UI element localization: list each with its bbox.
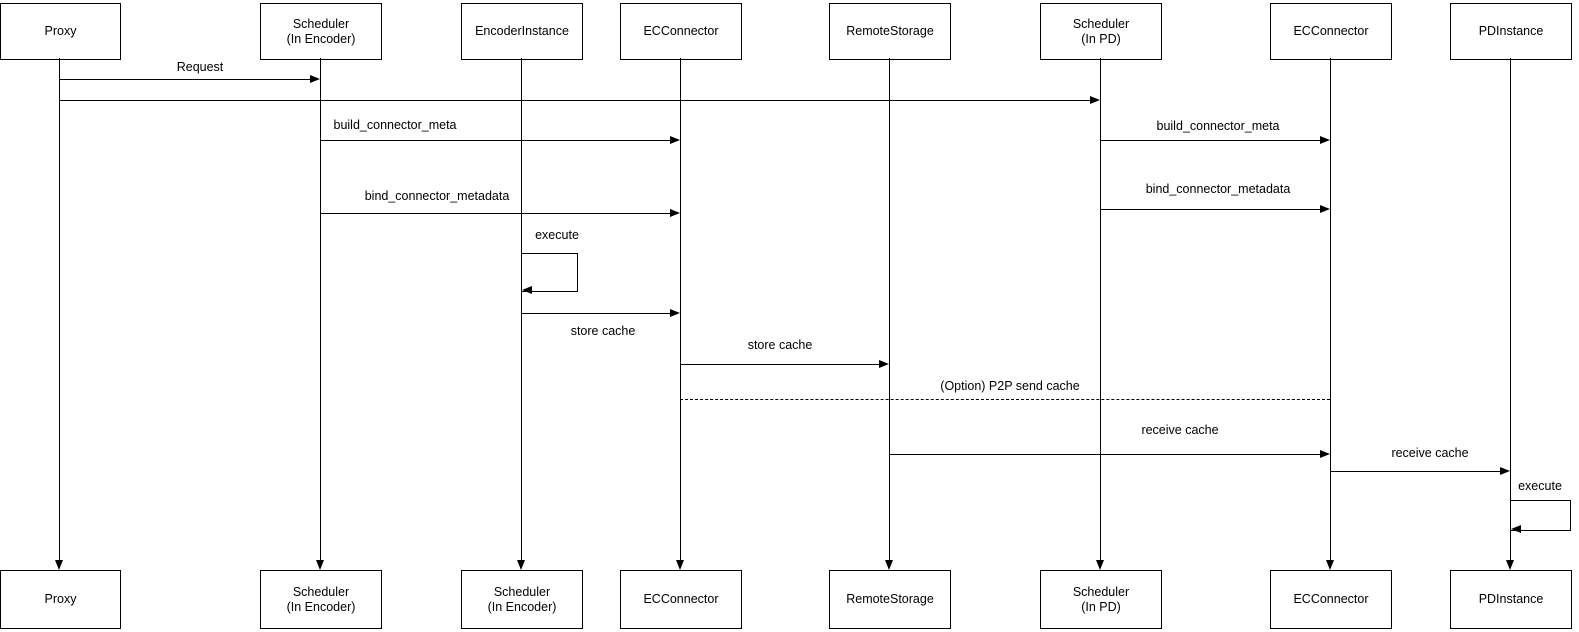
arrowhead-right-icon [670, 309, 680, 317]
message-arrow-store-cache-1 [521, 313, 671, 314]
actor-top-ecconnector-right: ECConnector [1270, 3, 1392, 60]
arrowhead-right-icon [1320, 136, 1330, 144]
message-label-request: Request [176, 60, 224, 74]
actor-bottom-ecconnector-left: ECConnector [620, 570, 742, 629]
lifeline-arrow-down-icon [1506, 560, 1514, 570]
arrowhead-left-icon [522, 286, 532, 294]
actor-bottom-remotestorage: RemoteStorage [829, 570, 951, 629]
lifeline-arrow-down-icon [55, 560, 63, 570]
actor-bottom-scheduler-encoder-2: Scheduler (In Encoder) [461, 570, 583, 629]
message-arrow-receive-cache-2 [1330, 471, 1500, 472]
actor-top-scheduler-encoder: Scheduler (In Encoder) [260, 3, 382, 60]
actor-top-ecconnector-left: ECConnector [620, 3, 742, 60]
actor-top-scheduler-pd: Scheduler (In PD) [1040, 3, 1162, 60]
actor-bottom-proxy: Proxy [0, 570, 121, 629]
arrowhead-right-icon [310, 75, 320, 83]
message-arrow-store-cache-2 [680, 364, 880, 365]
arrowhead-right-icon [1500, 467, 1510, 475]
lifeline-pdinstance [1510, 58, 1511, 560]
arrowhead-right-icon [1320, 450, 1330, 458]
actor-bottom-scheduler-pd: Scheduler (In PD) [1040, 570, 1162, 629]
message-label-p2p-send-cache: (Option) P2P send cache [940, 379, 1080, 393]
lifeline-encoder-instance [521, 58, 522, 560]
lifeline-scheduler-pd [1100, 58, 1101, 560]
lifeline-arrow-down-icon [316, 560, 324, 570]
actor-top-encoder-instance: EncoderInstance [461, 3, 583, 60]
message-label-store-cache-2: store cache [747, 338, 813, 352]
message-arrow-build-connector-meta-right [1100, 140, 1320, 141]
message-self-loop-execute-encoder [521, 253, 578, 292]
arrowhead-right-icon [670, 209, 680, 217]
message-label-build-connector-meta-left: build_connector_meta [333, 118, 457, 132]
message-arrow-bind-connector-metadata-right [1100, 209, 1320, 210]
actor-top-pdinstance: PDInstance [1450, 3, 1572, 60]
arrowhead-left-icon [1511, 525, 1521, 533]
message-arrow-request [60, 79, 311, 80]
actor-bottom-ecconnector-right: ECConnector [1270, 570, 1392, 629]
message-label-execute-encoder: execute [535, 228, 579, 242]
message-arrow-proxy-to-scheduler-pd [60, 100, 1090, 101]
lifeline-ecconnector-right [1330, 58, 1331, 560]
message-label-bind-connector-metadata-left: bind_connector_metadata [364, 189, 510, 203]
arrowhead-right-icon [1320, 205, 1330, 213]
message-label-receive-cache-1: receive cache [1141, 423, 1219, 437]
message-dashed-p2p-send-cache [680, 399, 1330, 400]
lifeline-proxy [59, 58, 60, 560]
lifeline-arrow-down-icon [1096, 560, 1104, 570]
message-label-receive-cache-2: receive cache [1391, 446, 1469, 460]
actor-top-remotestorage: RemoteStorage [829, 3, 951, 60]
lifeline-arrow-down-icon [517, 560, 525, 570]
actor-bottom-pdinstance: PDInstance [1450, 570, 1572, 629]
message-arrow-build-connector-meta-left [320, 140, 670, 141]
message-label-execute-pd: execute [1518, 479, 1562, 493]
message-arrow-bind-connector-metadata-left [320, 213, 670, 214]
lifeline-scheduler-encoder [320, 58, 321, 560]
message-label-build-connector-meta-right: build_connector_meta [1156, 119, 1280, 133]
lifeline-remotestorage [889, 58, 890, 560]
lifeline-arrow-down-icon [1326, 560, 1334, 570]
arrowhead-right-icon [1090, 96, 1100, 104]
message-label-bind-connector-metadata-right: bind_connector_metadata [1145, 182, 1291, 196]
actor-bottom-scheduler-encoder-1: Scheduler (In Encoder) [260, 570, 382, 629]
arrowhead-right-icon [879, 360, 889, 368]
message-self-loop-execute-pd [1510, 500, 1571, 531]
arrowhead-right-icon [670, 136, 680, 144]
actor-top-proxy: Proxy [0, 3, 121, 60]
lifeline-ecconnector-left [680, 58, 681, 560]
lifeline-arrow-down-icon [676, 560, 684, 570]
message-label-store-cache-1: store cache [570, 324, 636, 338]
message-arrow-receive-cache-1 [889, 454, 1320, 455]
lifeline-arrow-down-icon [885, 560, 893, 570]
